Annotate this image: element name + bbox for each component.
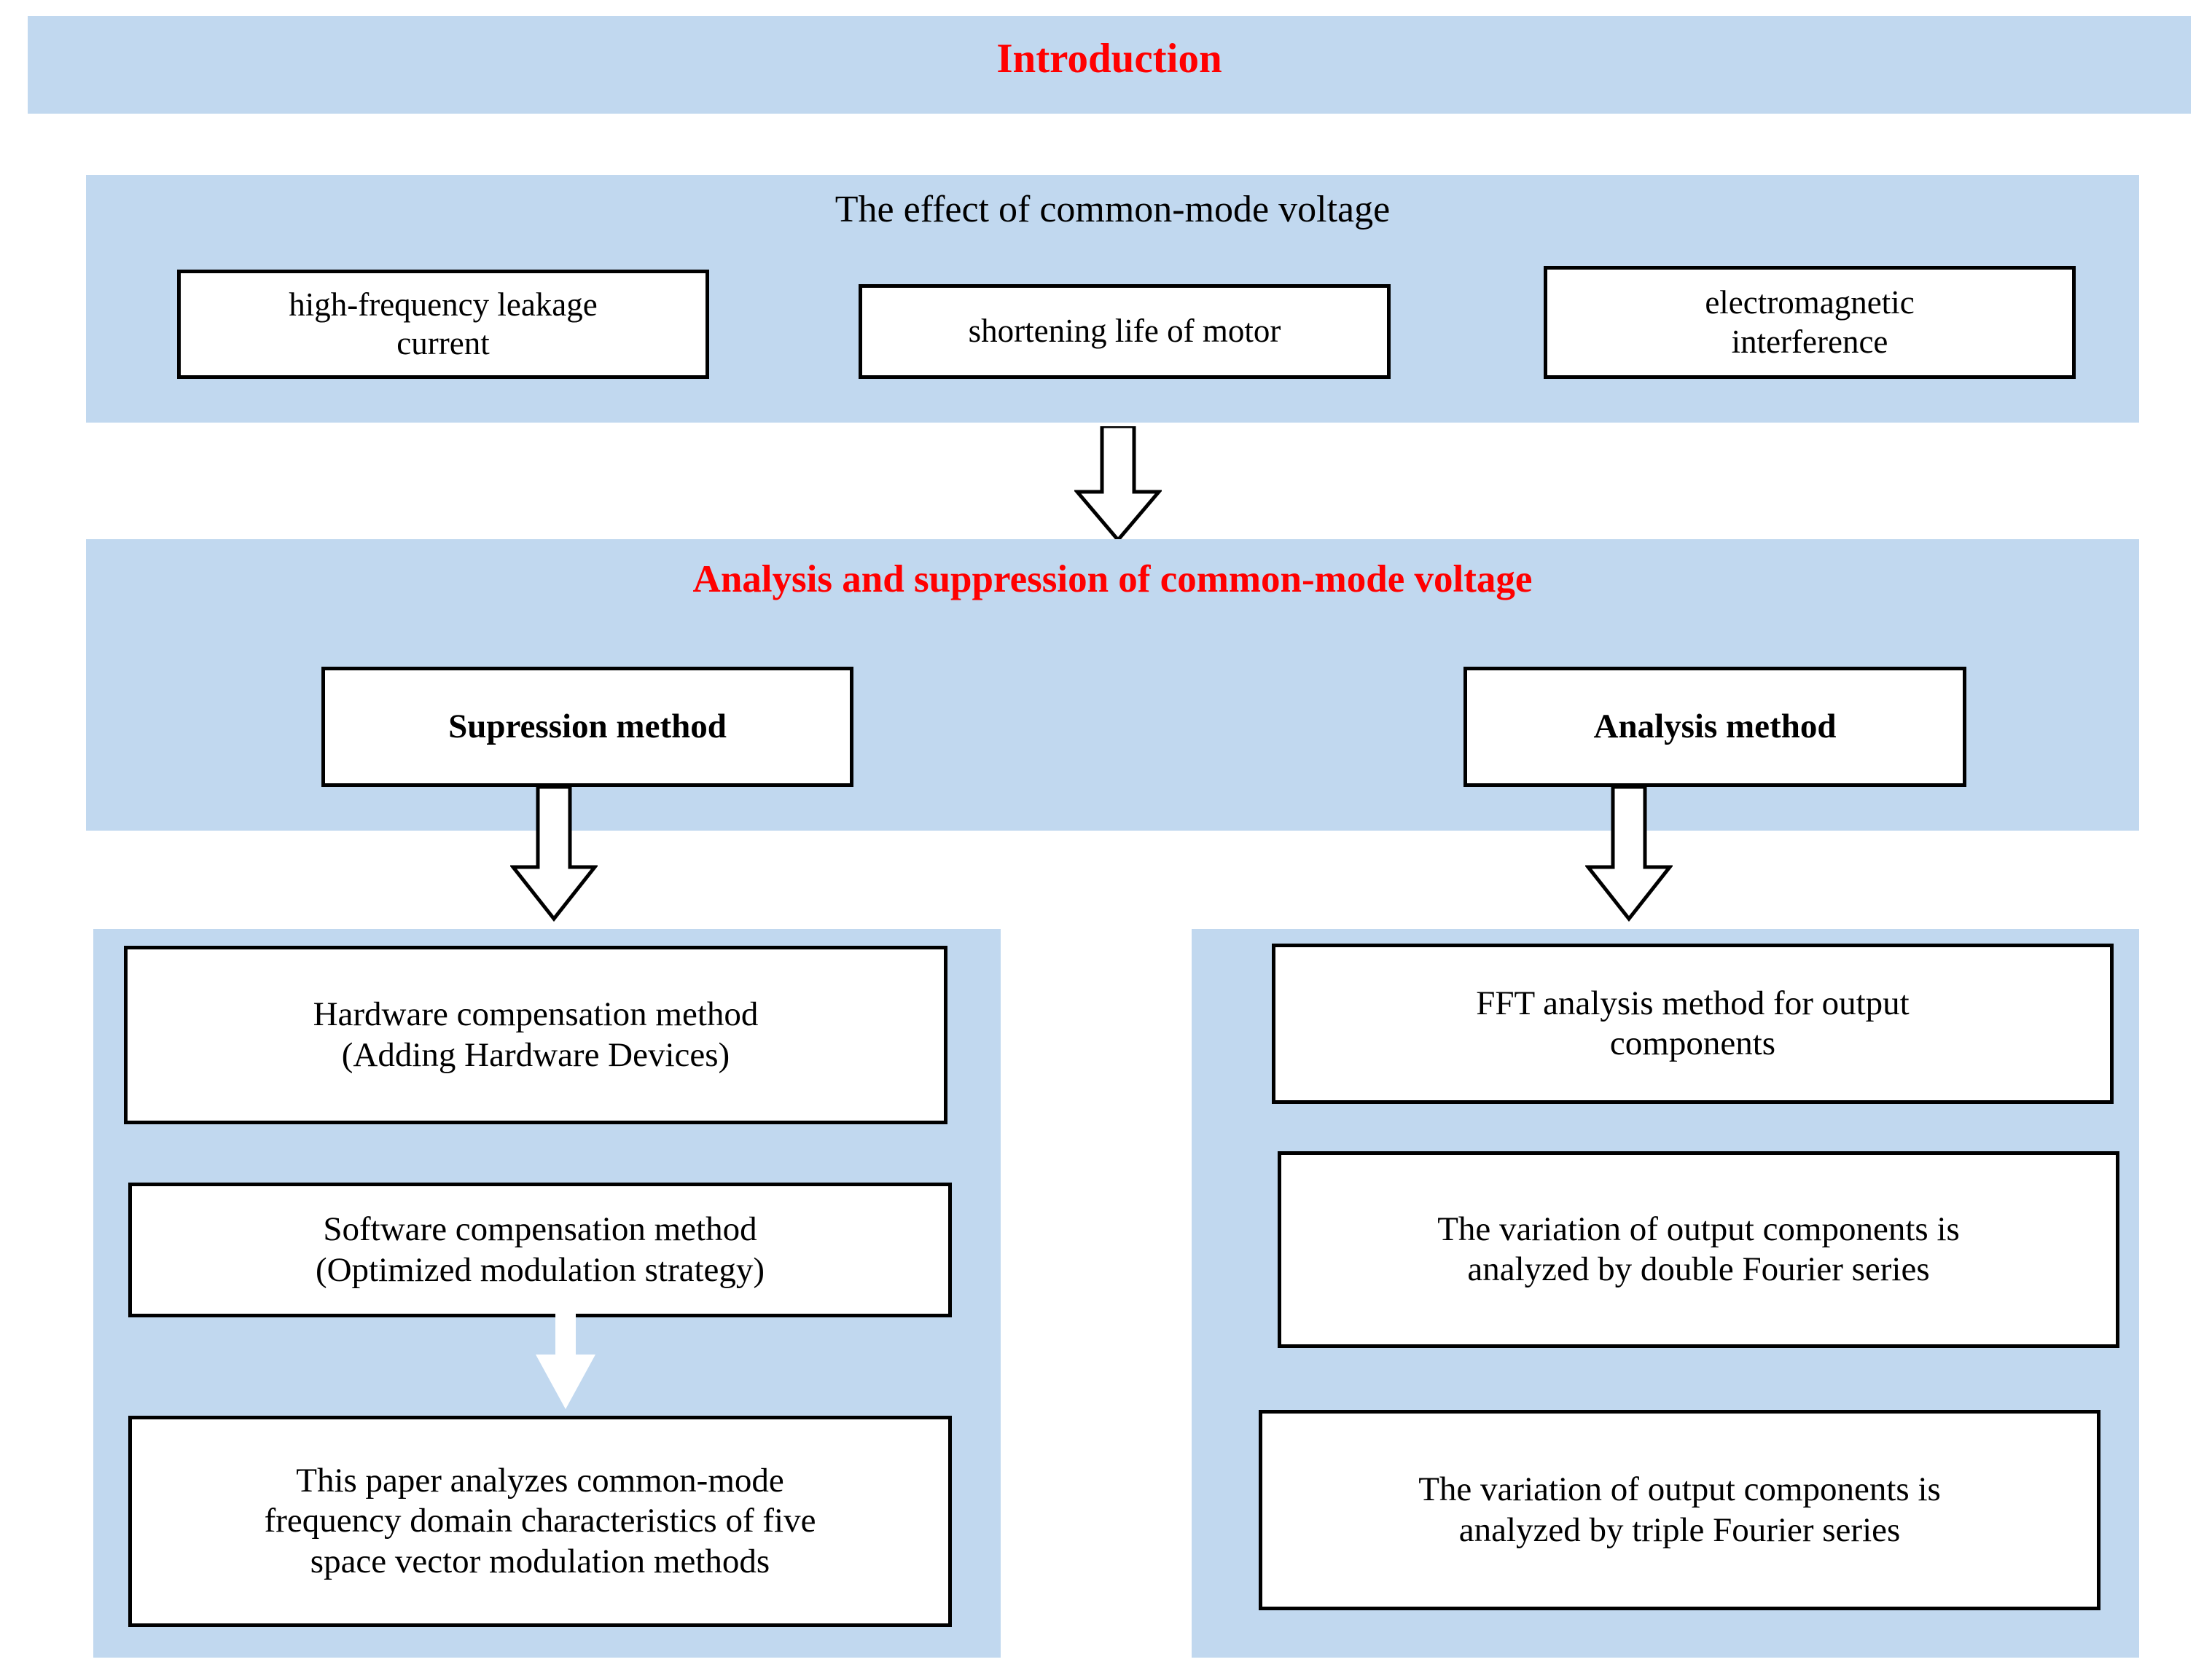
- effect-panel: The effect of common-mode voltage high-f…: [86, 175, 2139, 423]
- arrow-analysis-to-column: [1585, 787, 1673, 922]
- analysis-suppression-title: Analysis and suppression of common-mode …: [692, 558, 1533, 600]
- effect-box-emi-line2: interference: [1731, 323, 1888, 360]
- analysis-box-double-fourier-line2: analyzed by double Fourier series: [1467, 1250, 1930, 1288]
- suppression-box-software-line2: (Optimized modulation strategy): [315, 1250, 765, 1289]
- suppression-box-hardware-line1: Hardware compensation method: [313, 995, 759, 1034]
- arrow-effect-to-analysis: [1074, 426, 1162, 543]
- suppression-method-box: Supression method: [321, 667, 853, 787]
- analysis-box-triple-fourier: The variation of output components is an…: [1259, 1410, 2100, 1610]
- effect-box-motor-life: shortening life of motor: [859, 284, 1391, 379]
- arrow-suppression-to-column: [510, 787, 598, 922]
- suppression-box-software-line1: Software compensation method: [323, 1210, 757, 1249]
- analysis-box-fft-line2: components: [1609, 1024, 1776, 1062]
- suppression-column-panel: Hardware compensation method (Adding Har…: [93, 929, 1001, 1658]
- analysis-box-double-fourier-line1: The variation of output components is: [1437, 1210, 1960, 1248]
- introduction-title: Introduction: [996, 36, 1222, 82]
- effect-box-emi-line1: electromagnetic: [1705, 284, 1915, 321]
- analysis-box-triple-fourier-line1: The variation of output components is: [1418, 1470, 1941, 1509]
- analysis-method-label: Analysis method: [1593, 707, 1837, 745]
- analysis-box-fft-line1: FFT analysis method for output: [1476, 984, 1910, 1022]
- arrow-software-to-paper: [533, 1314, 598, 1412]
- effect-box-leakage-current-line2: current: [396, 325, 490, 361]
- analysis-column-panel: FFT analysis method for output component…: [1192, 929, 2139, 1658]
- effect-panel-title: The effect of common-mode voltage: [835, 189, 1391, 230]
- analysis-method-box: Analysis method: [1463, 667, 1966, 787]
- analysis-box-triple-fourier-line2: analyzed by triple Fourier series: [1458, 1510, 1901, 1549]
- suppression-box-this-paper: This paper analyzes common-mode frequenc…: [128, 1416, 952, 1627]
- analysis-box-fft: FFT analysis method for output component…: [1272, 944, 2114, 1104]
- effect-box-leakage-current: high-frequency leakage current: [177, 270, 709, 379]
- suppression-box-this-paper-line3: space vector modulation methods: [310, 1542, 770, 1580]
- introduction-panel: Introduction: [28, 16, 2191, 114]
- effect-box-emi: electromagnetic interference: [1544, 266, 2076, 379]
- suppression-method-label: Supression method: [448, 707, 727, 745]
- suppression-box-hardware: Hardware compensation method (Adding Har…: [124, 946, 947, 1124]
- effect-box-leakage-current-line1: high-frequency leakage: [289, 286, 598, 323]
- suppression-box-hardware-line2: (Adding Hardware Devices): [341, 1035, 730, 1074]
- effect-box-motor-life-line1: shortening life of motor: [968, 313, 1281, 350]
- suppression-box-this-paper-line2: frequency domain characteristics of five: [264, 1502, 816, 1540]
- analysis-box-double-fourier: The variation of output components is an…: [1278, 1151, 2119, 1348]
- suppression-box-software: Software compensation method (Optimized …: [128, 1183, 952, 1317]
- suppression-box-this-paper-line1: This paper analyzes common-mode: [296, 1461, 784, 1500]
- analysis-suppression-panel: Analysis and suppression of common-mode …: [86, 539, 2139, 831]
